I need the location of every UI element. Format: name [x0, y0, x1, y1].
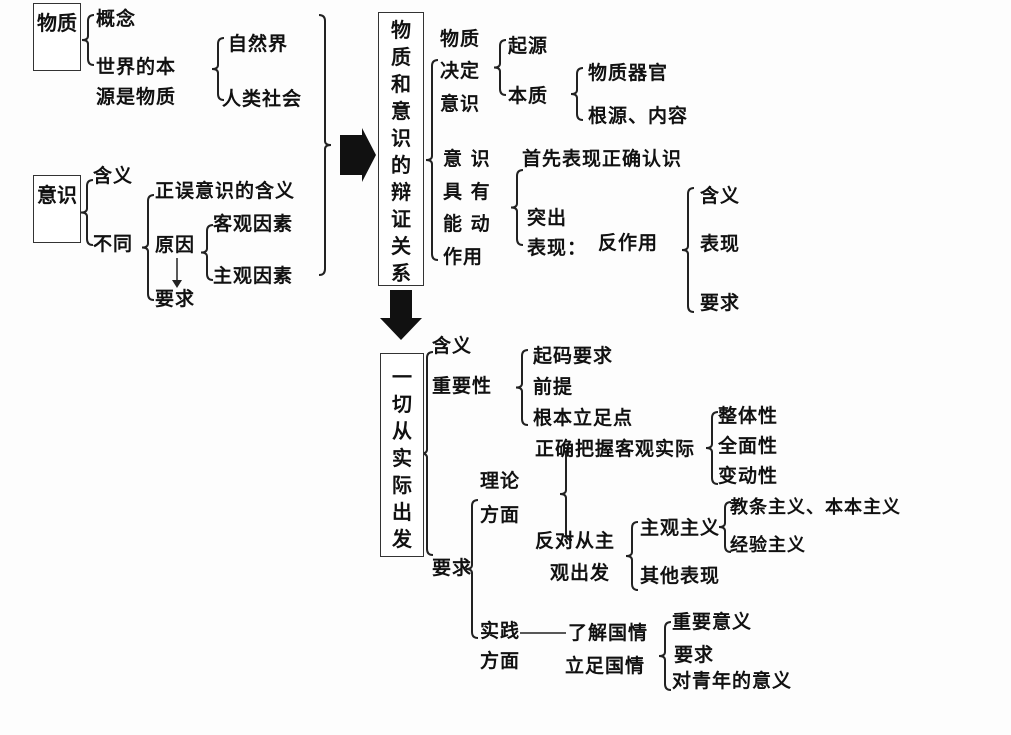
rl-requirement: 要求 [432, 557, 473, 579]
brace [81, 14, 95, 66]
theory-2: 方面 [480, 504, 521, 526]
theory-1: 理论 [480, 470, 521, 492]
active-3: 能 动 [443, 213, 491, 235]
society: 人类社会 [222, 88, 303, 110]
brace [425, 59, 439, 261]
c-right-wrong: 正误意识的含义 [155, 180, 296, 202]
prominent-2: 表现： [527, 237, 588, 259]
foothold: 根本立足点 [533, 407, 634, 429]
national-2: 立足国情 [565, 655, 646, 677]
right-arrow-icon [340, 128, 376, 182]
essence: 本质 [508, 85, 549, 107]
brace [80, 179, 94, 246]
consciousness-box: 意识 [33, 175, 81, 243]
c-requirement: 要求 [155, 288, 196, 310]
brace [559, 447, 573, 541]
grasp: 正确把握客观实际 [535, 438, 696, 460]
c-objective: 客观因素 [213, 213, 294, 235]
active-4: 作用 [443, 246, 484, 268]
brace [318, 14, 332, 276]
source: 根源、内容 [588, 105, 689, 127]
c-meaning: 含义 [93, 165, 134, 187]
r-show: 表现 [700, 233, 741, 255]
basic-req: 起码要求 [533, 345, 614, 367]
prominent-1: 突出 [527, 207, 568, 229]
matter-box: 物质 [33, 3, 81, 71]
c-cause: 原因 [155, 234, 196, 256]
matter-origin-2: 源是物质 [96, 86, 177, 108]
comprehensive: 全面性 [718, 435, 779, 457]
consciousness-title: 意识 [37, 183, 77, 207]
oppose-2: 观出发 [550, 562, 611, 584]
brace [493, 39, 507, 96]
brace [200, 224, 214, 281]
decide-2: 决定 [440, 60, 481, 82]
brace [705, 411, 719, 485]
premise: 前提 [533, 376, 574, 398]
brace [510, 169, 524, 246]
c-subjective: 主观因素 [213, 265, 294, 287]
brace [465, 499, 479, 639]
dogmatism: 教条主义、本本主义 [730, 497, 901, 518]
active-2: 具 有 [443, 181, 491, 203]
brace [681, 187, 695, 313]
brace [625, 521, 639, 591]
n-require: 要求 [674, 644, 715, 666]
other-show: 其他表现 [640, 565, 721, 587]
reality-title: 一切从实际出发 [392, 365, 412, 551]
decide-1: 物质 [440, 28, 481, 50]
relation-box: 物质和意识的辩证关系 [378, 12, 424, 286]
reaction: 反作用 [598, 232, 659, 254]
brace [141, 194, 155, 301]
oppose-1: 反对从主 [535, 530, 616, 552]
origin: 起源 [508, 35, 549, 57]
brace [570, 67, 584, 121]
down-arrow-icon [380, 290, 422, 340]
matter-origin-1: 世界的本 [96, 56, 177, 78]
change: 变动性 [718, 465, 779, 487]
organ: 物质器官 [588, 62, 669, 84]
youth: 对青年的意义 [672, 670, 793, 692]
rl-meaning: 含义 [432, 335, 473, 357]
empiricism: 经验主义 [730, 535, 806, 556]
brace [515, 349, 529, 426]
brace [211, 37, 225, 101]
cause-arrow-icon [172, 280, 182, 288]
r-meaning: 含义 [700, 185, 741, 207]
national-1: 了解国情 [568, 622, 649, 644]
decide-3: 意识 [440, 93, 481, 115]
practice-2: 方面 [480, 650, 521, 672]
relation-title: 物质和意识的辩证关系 [391, 18, 411, 285]
significance: 重要意义 [672, 611, 753, 633]
whole: 整体性 [718, 405, 779, 427]
brace [718, 501, 732, 553]
matter-concept: 概念 [96, 8, 137, 30]
nature: 自然界 [228, 33, 289, 55]
subjectivism: 主观主义 [640, 517, 721, 539]
brace [658, 621, 672, 691]
first-show: 首先表现正确认识 [522, 148, 683, 170]
r-require: 要求 [700, 292, 741, 314]
reality-box: 一切从实际出发 [380, 353, 424, 557]
active-1: 意 识 [443, 148, 491, 170]
rl-importance: 重要性 [432, 375, 493, 397]
c-difference: 不同 [93, 233, 134, 255]
matter-title: 物质 [37, 11, 77, 35]
practice-1: 实践 [480, 620, 521, 642]
